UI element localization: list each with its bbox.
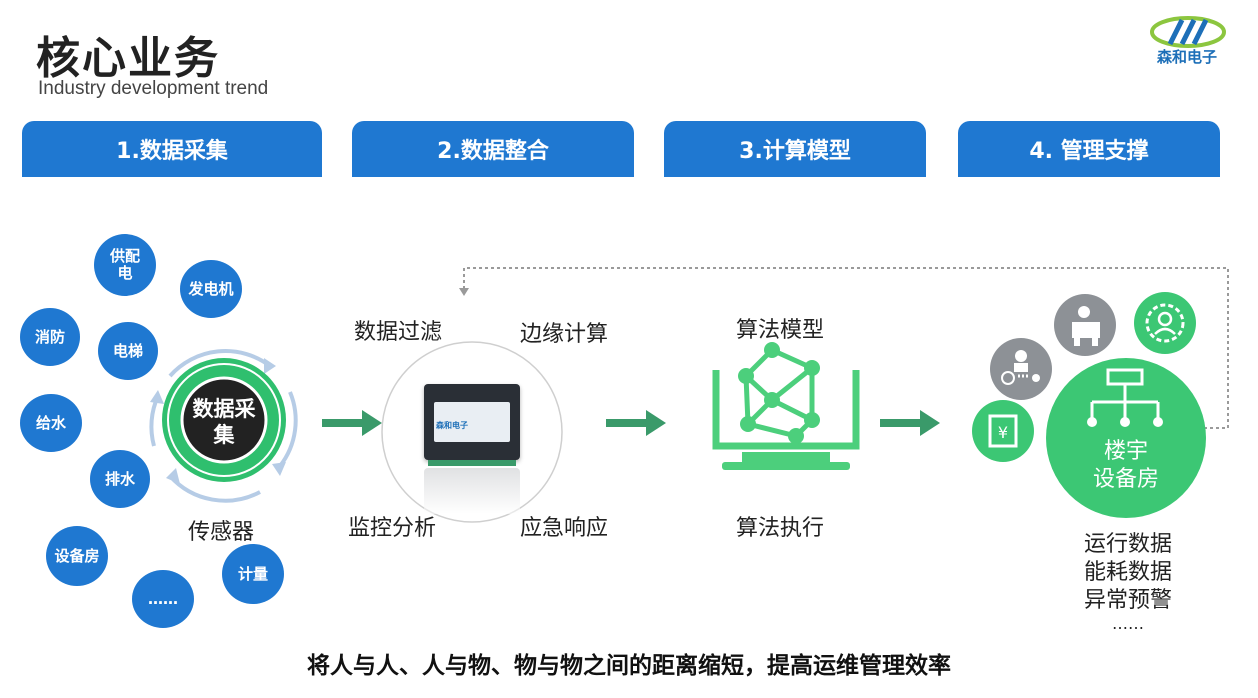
label-algorithm-model: 算法模型 bbox=[736, 318, 825, 343]
sensor-elevator: 电梯 bbox=[98, 322, 158, 380]
sensor-power-supply: 供配电 bbox=[94, 234, 156, 296]
tab-computation-model: 3.计算模型 bbox=[664, 121, 926, 177]
tab-data-integration: 2.数据整合 bbox=[352, 121, 634, 177]
feedback-loop-line bbox=[459, 267, 1229, 429]
algorithm-model-icon bbox=[712, 342, 860, 470]
list-item-energy-data: 能耗数据 bbox=[1083, 560, 1172, 585]
arrow-2-icon bbox=[606, 410, 666, 436]
company-logo bbox=[1150, 16, 1226, 48]
label-algorithm-execution: 算法执行 bbox=[736, 516, 825, 541]
tab-data-collection: 1.数据采集 bbox=[22, 121, 322, 177]
gateway-device-reflection bbox=[424, 468, 520, 514]
data-collection-ring bbox=[149, 349, 298, 503]
sensor-water-supply: 给水 bbox=[20, 394, 82, 452]
list-item-more: …… bbox=[1112, 614, 1144, 633]
gateway-device: 森和电子 bbox=[424, 384, 520, 466]
sensor-equipment-room: 设备房 bbox=[46, 526, 108, 586]
label-data-filtering: 数据过滤 bbox=[354, 320, 443, 345]
page-title: 核心业务 bbox=[36, 33, 220, 84]
building-label: 楼宇 bbox=[1103, 439, 1148, 464]
sensor-generator: 发电机 bbox=[180, 260, 242, 318]
list-item-operation-data: 运行数据 bbox=[1083, 532, 1172, 557]
logo-text: 森和电子 bbox=[1156, 48, 1217, 66]
org-chart-icon bbox=[1087, 368, 1163, 427]
finance-icon: ¥ bbox=[972, 400, 1034, 462]
equipment-room-label: 设备房 bbox=[1092, 467, 1159, 492]
footer-slogan: 将人与人、人与物、物与物之间的距离缩短，提高运维管理效率 bbox=[307, 653, 951, 679]
label-emergency-response: 应急响应 bbox=[520, 516, 609, 541]
svg-text:¥: ¥ bbox=[998, 423, 1008, 442]
sensor-caption: 传感器 bbox=[188, 520, 255, 545]
data-collection-center-label: 数据采集 bbox=[192, 397, 256, 447]
tab-management-support: 4. 管理支撑 bbox=[958, 121, 1220, 177]
user-settings-icon bbox=[1134, 292, 1196, 354]
sensor-drainage: 排水 bbox=[90, 450, 150, 508]
team-icon bbox=[990, 338, 1052, 400]
building-equipment-room-circle: 楼宇 设备房 bbox=[1046, 358, 1206, 518]
label-edge-computing: 边缘计算 bbox=[520, 322, 609, 347]
device-label: 森和电子 bbox=[436, 421, 468, 430]
page-subtitle: Industry development trend bbox=[38, 78, 269, 99]
sensor-fire: 消防 bbox=[20, 308, 80, 366]
office-worker-icon bbox=[1054, 294, 1116, 356]
arrow-3-icon bbox=[880, 410, 940, 436]
sensor-metering: 计量 bbox=[222, 544, 284, 604]
list-item-anomaly-warning: 异常预警 bbox=[1083, 588, 1172, 613]
integration-circle bbox=[381, 341, 563, 523]
label-monitoring-analysis: 监控分析 bbox=[348, 516, 437, 541]
sensor-more: …… bbox=[132, 570, 194, 628]
arrow-1-icon bbox=[322, 410, 382, 436]
